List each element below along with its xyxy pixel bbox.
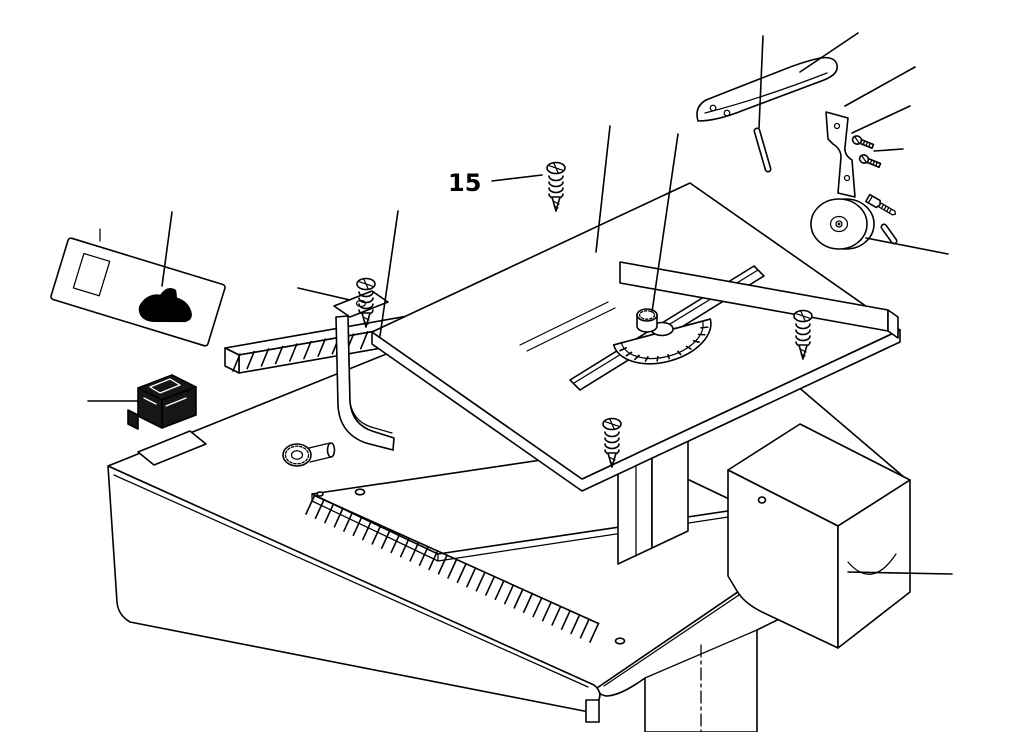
deck-hole-2 xyxy=(614,637,626,645)
table-top xyxy=(371,182,901,492)
label-15: 15 xyxy=(448,169,481,197)
callout-bracket-plate xyxy=(297,287,351,301)
table-surface xyxy=(371,182,901,480)
callout-guard-screws xyxy=(873,148,904,152)
blade-housing-column xyxy=(617,434,689,565)
blade-flange xyxy=(810,198,875,250)
callout-guard-end xyxy=(844,66,916,107)
power-switch xyxy=(127,374,197,430)
warning-label xyxy=(50,228,226,347)
guard-pin xyxy=(753,127,772,173)
deck-hole-3 xyxy=(316,491,324,497)
callout-guard-pin xyxy=(758,35,764,129)
callout-lines xyxy=(87,32,953,575)
screw-with-spring-15 xyxy=(546,161,566,212)
callout-riving-bracket xyxy=(851,105,911,134)
flange-pin xyxy=(880,223,898,245)
blade-guard xyxy=(696,56,839,122)
deck-recess xyxy=(137,430,207,466)
callout-table-top xyxy=(595,125,611,253)
callout-item-15 xyxy=(491,174,543,182)
rear-fence xyxy=(619,261,899,339)
base-notch xyxy=(585,699,600,723)
deck-hole-1 xyxy=(354,488,366,496)
callout-dust-cover xyxy=(847,571,953,575)
callout-warning-label xyxy=(161,211,173,287)
callout-blade-flange xyxy=(865,237,949,255)
miter-gauge xyxy=(612,308,712,365)
gauge-knob xyxy=(636,308,658,333)
dust-cover xyxy=(727,423,911,649)
callout-blade-guard xyxy=(799,32,859,73)
riving-knife-bracket xyxy=(825,111,856,198)
callout-miter-gauge xyxy=(651,133,679,313)
ruler-scale xyxy=(305,494,600,643)
dust-cover-hole xyxy=(757,496,767,504)
guard-screw-1 xyxy=(851,135,875,150)
miter-slot xyxy=(519,301,616,352)
protractor-ticks xyxy=(619,326,709,362)
warning-graphic xyxy=(138,288,192,323)
flange-bolt xyxy=(865,193,897,216)
guard-screw-2 xyxy=(858,154,882,169)
lock-knob xyxy=(282,442,336,467)
callout-handle-bracket xyxy=(379,210,399,337)
